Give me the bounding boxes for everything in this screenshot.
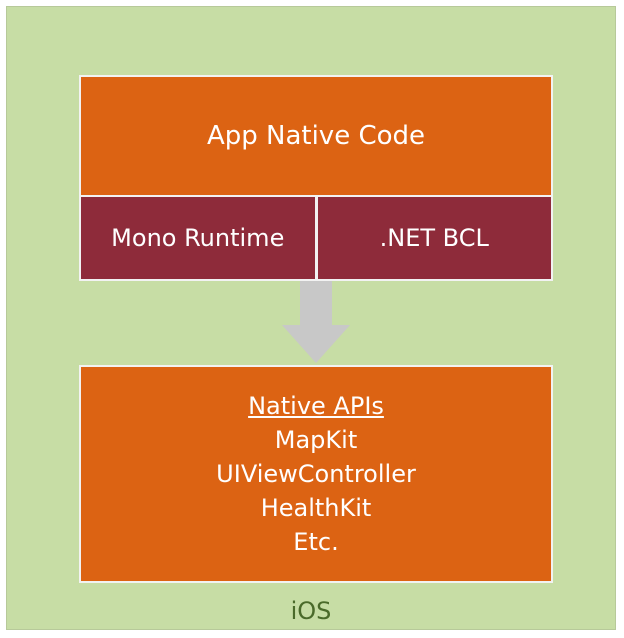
native-api-item-etc: Etc.	[293, 528, 339, 556]
app-native-code-block: App Native Code	[79, 75, 553, 197]
down-arrow-icon	[282, 281, 350, 363]
native-api-item-uiviewcontroller: UIViewController	[216, 460, 416, 488]
runtime-row: Mono Runtime .NET BCL	[79, 197, 553, 281]
net-bcl-block: .NET BCL	[317, 197, 551, 279]
native-api-item-healthkit: HealthKit	[260, 494, 372, 522]
mono-runtime-label: Mono Runtime	[111, 224, 285, 252]
ios-platform-container: App Native Code Mono Runtime .NET BCL Na…	[6, 6, 616, 630]
platform-label: iOS	[290, 597, 332, 625]
net-bcl-label: .NET BCL	[379, 224, 489, 252]
mono-runtime-block: Mono Runtime	[81, 197, 315, 279]
app-native-code-label: App Native Code	[206, 121, 426, 151]
native-apis-heading: Native APIs	[248, 392, 384, 420]
native-apis-block: Native APIs MapKit UIViewController Heal…	[79, 365, 553, 583]
native-api-item-mapkit: MapKit	[274, 426, 358, 454]
